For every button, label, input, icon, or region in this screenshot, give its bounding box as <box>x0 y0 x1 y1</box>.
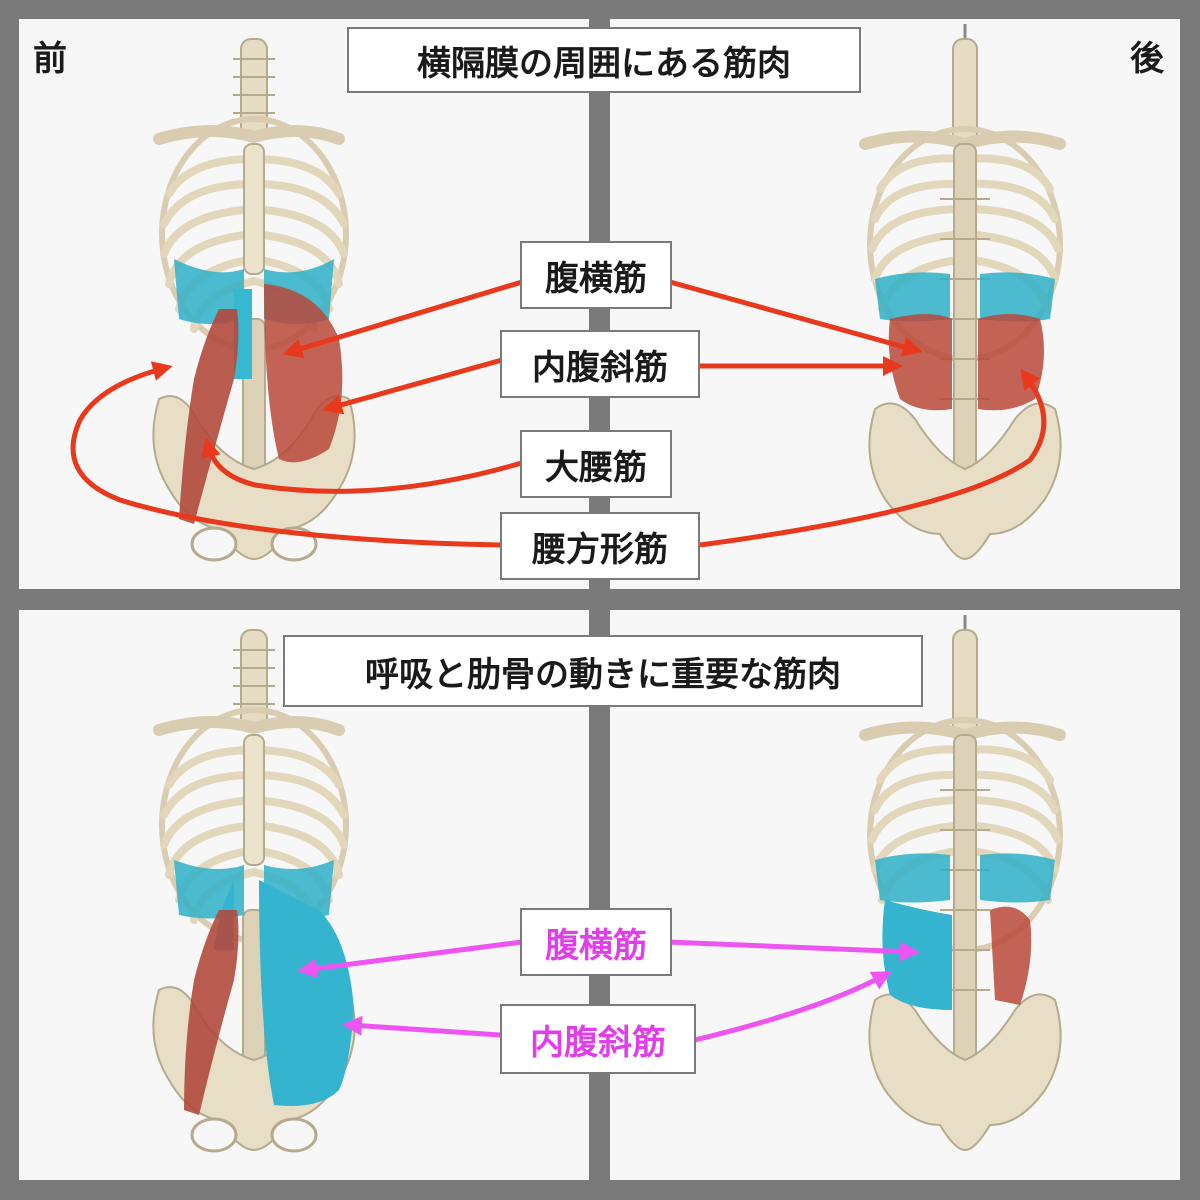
transversus-abdominis-back <box>882 900 952 1010</box>
transversus-abdominis-muscle <box>259 880 354 1106</box>
bottom-title: 呼吸と肋骨の動きに重要な筋肉 <box>283 635 923 707</box>
psoas-muscle-bottom <box>184 910 239 1115</box>
front-panel-top: 前 <box>19 19 589 589</box>
front-panel-bottom <box>19 610 589 1180</box>
back-panel-top: 後 <box>610 19 1180 589</box>
back-anatomy-illustration <box>610 19 1180 589</box>
label-internal-oblique-bottom: 内腹斜筋 <box>500 1004 696 1074</box>
label-quadratus-lumborum: 腰方形筋 <box>500 512 700 580</box>
diaphragm-muscle <box>174 259 244 324</box>
transversus-strip <box>234 289 252 379</box>
label-transversus-abdominis-bottom: 腹横筋 <box>520 908 672 976</box>
diaphragm-muscle-back-bottom <box>875 853 950 903</box>
diaphragm-muscle-back <box>875 272 950 322</box>
label-transversus-abdominis: 腹横筋 <box>520 241 672 309</box>
label-internal-oblique: 内腹斜筋 <box>500 330 700 398</box>
front-label: 前 <box>33 39 67 79</box>
quadratus-lumborum-back <box>888 314 952 411</box>
front-anatomy-illustration <box>19 19 589 589</box>
front-anatomy-illustration-bottom <box>19 610 589 1180</box>
top-title: 横隔膜の周囲にある筋肉 <box>347 27 861 93</box>
label-psoas-major: 大腰筋 <box>520 430 672 498</box>
back-label: 後 <box>1130 39 1164 79</box>
quadratus-lumborum-back-bottom <box>990 906 1032 1005</box>
